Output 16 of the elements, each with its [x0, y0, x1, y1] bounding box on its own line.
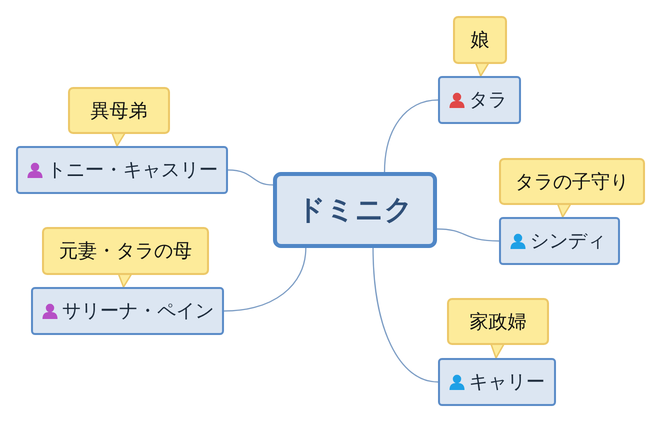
callout-note: 娘	[453, 16, 507, 64]
branch-line	[384, 99, 438, 172]
topic-box: トニー・キャスリー	[16, 146, 228, 194]
branch-line	[224, 248, 306, 312]
topic-box: シンディ	[499, 217, 620, 265]
callout-note: 元妻・タラの母	[42, 227, 209, 275]
callout-note: 家政婦	[447, 298, 549, 345]
topic-box: サリーナ・ペイン	[31, 287, 224, 335]
topic-box: キャリー	[438, 358, 556, 406]
central-topic: ドミニク	[273, 172, 437, 248]
topic-box: タラ	[438, 76, 521, 124]
callout-note: 異母弟	[68, 87, 170, 134]
branch-line	[436, 228, 500, 242]
callout-note: タラの子守り	[499, 158, 645, 205]
branch-line	[228, 169, 274, 186]
branch-line	[372, 248, 438, 383]
